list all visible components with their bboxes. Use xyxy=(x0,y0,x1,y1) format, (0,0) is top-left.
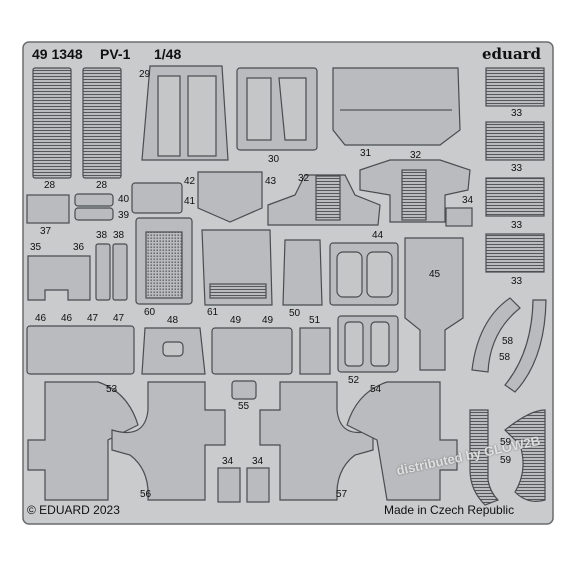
part-58-left xyxy=(471,297,521,373)
copyright-label: © EDUARD 2023 xyxy=(27,503,120,517)
part-number-38-right: 38 xyxy=(113,230,125,241)
part-number-55: 55 xyxy=(238,401,250,412)
part-46-47 xyxy=(26,325,135,375)
part-number-28-right: 28 xyxy=(96,180,108,191)
part-number-59-a: 59 xyxy=(500,437,512,448)
part-number-58-a: 58 xyxy=(502,336,514,347)
brand-logo: eduard xyxy=(482,45,542,63)
part-number-34-top: 34 xyxy=(462,195,474,206)
part-number-31: 31 xyxy=(360,148,372,159)
part-number-46-b: 46 xyxy=(61,313,73,324)
part-number-50: 50 xyxy=(289,308,301,319)
scale-label: 1/48 xyxy=(154,46,182,62)
catalog-number: 49 1348 xyxy=(32,46,83,62)
part-40 xyxy=(74,193,114,207)
part-number-33-b: 33 xyxy=(511,163,523,174)
part-55 xyxy=(231,380,257,400)
part-number-44: 44 xyxy=(372,230,384,241)
part-number-34-bottom-right: 34 xyxy=(252,456,264,467)
part-34-top xyxy=(445,207,473,227)
part-34-bottom-left xyxy=(217,467,241,503)
part-number-42: 42 xyxy=(184,176,196,187)
part-49 xyxy=(211,327,293,375)
part-number-32-left: 32 xyxy=(298,173,310,184)
part-number-48: 48 xyxy=(167,315,179,326)
part-number-39: 39 xyxy=(118,210,130,221)
part-number-37: 37 xyxy=(40,226,52,237)
part-number-46-a: 46 xyxy=(35,313,47,324)
part-number-40: 40 xyxy=(118,194,130,205)
part-38-left xyxy=(95,243,111,301)
part-54 xyxy=(346,381,458,501)
part-number-54: 54 xyxy=(370,384,382,395)
part-28-right xyxy=(82,67,122,179)
part-number-28-left: 28 xyxy=(44,180,56,191)
part-33-a xyxy=(485,67,545,107)
part-number-51: 51 xyxy=(309,315,321,326)
part-39 xyxy=(74,207,114,221)
part-number-57: 57 xyxy=(336,489,348,500)
part-56 xyxy=(111,381,226,501)
part-number-53: 53 xyxy=(106,384,118,395)
part-28-left xyxy=(32,67,72,179)
part-number-61: 61 xyxy=(207,307,219,318)
model-name: PV-1 xyxy=(100,46,131,62)
part-34-bottom-right xyxy=(246,467,270,503)
part-number-47-b: 47 xyxy=(113,313,125,324)
part-42 xyxy=(131,182,183,214)
part-38-right xyxy=(112,243,128,301)
part-number-32-right: 32 xyxy=(410,150,422,161)
part-53 xyxy=(27,381,139,501)
part-31 xyxy=(332,67,461,146)
part-33-b xyxy=(485,121,545,161)
part-51 xyxy=(299,327,331,375)
part-number-45: 45 xyxy=(429,269,441,280)
part-59-left xyxy=(469,409,500,506)
part-43 xyxy=(197,171,263,223)
part-37 xyxy=(26,194,70,224)
part-number-47-a: 47 xyxy=(87,313,99,324)
part-number-33-c: 33 xyxy=(511,220,523,231)
part-number-34-bottom-left: 34 xyxy=(222,456,234,467)
part-number-36: 36 xyxy=(73,242,85,253)
part-number-56: 56 xyxy=(140,489,152,500)
part-number-58-b: 58 xyxy=(499,352,511,363)
part-number-49-a: 49 xyxy=(230,315,242,326)
part-number-30: 30 xyxy=(268,154,280,165)
part-33-c xyxy=(485,177,545,217)
part-number-29: 29 xyxy=(139,69,151,80)
part-number-41: 41 xyxy=(184,196,196,207)
part-number-52: 52 xyxy=(348,375,360,386)
part-59-right xyxy=(504,409,546,502)
part-number-59-b: 59 xyxy=(500,455,512,466)
part-number-43: 43 xyxy=(265,176,277,187)
part-number-33-d: 33 xyxy=(511,276,523,287)
part-number-35: 35 xyxy=(30,242,42,253)
part-number-38-left: 38 xyxy=(96,230,108,241)
part-57 xyxy=(259,381,374,501)
part-number-60: 60 xyxy=(144,307,156,318)
part-33-d xyxy=(485,233,545,273)
part-58-right xyxy=(504,299,547,393)
part-number-33-a: 33 xyxy=(511,108,523,119)
part-35-36 xyxy=(27,255,91,301)
part-45 xyxy=(404,237,464,371)
part-50 xyxy=(282,239,323,306)
part-number-49-b: 49 xyxy=(262,315,274,326)
origin-label: Made in Czech Republic xyxy=(384,503,515,517)
